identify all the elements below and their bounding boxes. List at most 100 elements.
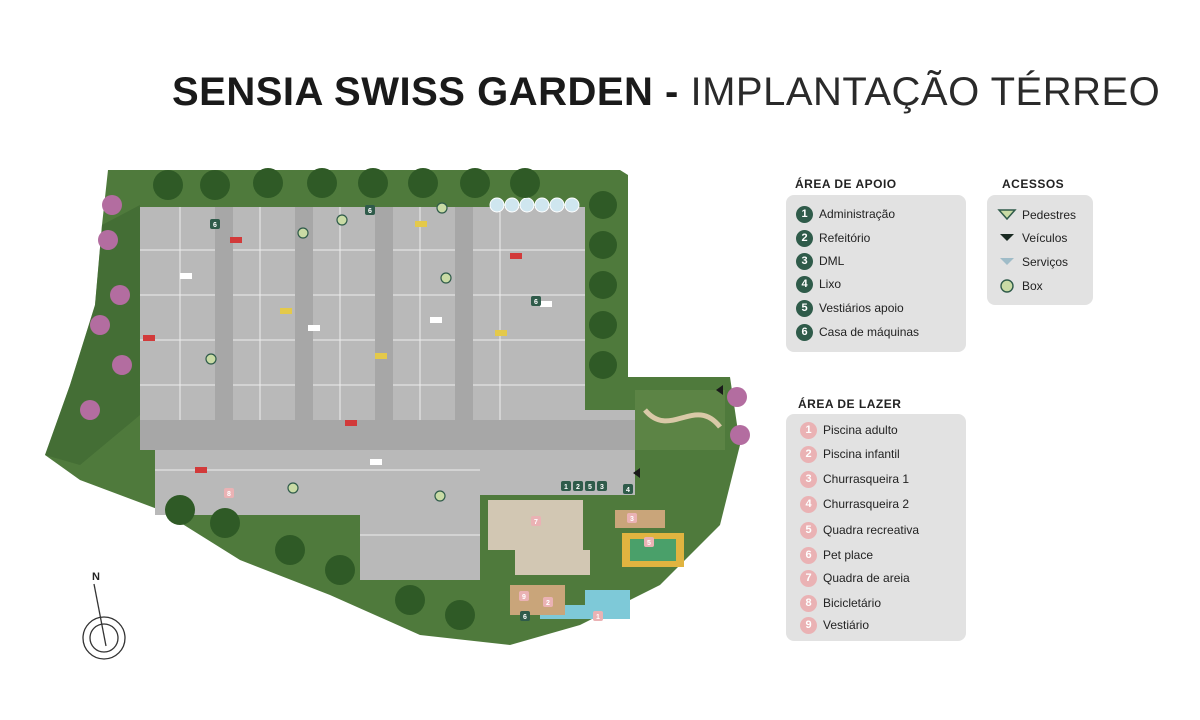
leisure-number-badge: 9 <box>800 616 817 634</box>
water-tanks <box>489 197 580 213</box>
legend-item-label: Box <box>1022 279 1043 293</box>
legend-item-label: DML <box>819 254 845 268</box>
lazer-marker-label: 3 <box>630 516 634 523</box>
pedestrian-entry-arrow <box>716 385 723 395</box>
title-project-name: SENSIA SWISS GARDEN - <box>172 70 691 114</box>
legend-support-item: 3 DML <box>796 251 844 271</box>
legend-access-panel: Pedestres Veículos Serviços Box <box>987 195 1093 305</box>
legend-leisure-item: 4 Churrasqueira 2 <box>800 494 909 514</box>
legend-access-item: Serviços <box>997 252 1068 272</box>
legend-support-heading: ÁREA DE APOIO <box>795 177 897 191</box>
legend-item-label: Serviços <box>1022 255 1069 269</box>
lot-grass-shade <box>45 205 140 465</box>
legend-item-label: Pedestres <box>1022 208 1077 222</box>
legend-support-item: 2 Refeitório <box>796 228 870 248</box>
legend-access-item: Pedestres <box>997 205 1076 225</box>
legend-item-label: Vestiários apoio <box>819 301 904 315</box>
page-title: SENSIA SWISS GARDEN - IMPLANTAÇÃO TÉRREO <box>172 70 1160 115</box>
leisure-number-badge: 7 <box>800 569 817 587</box>
support-number-badge: 1 <box>796 205 813 223</box>
legend-item-label: Lixo <box>819 277 842 291</box>
leisure-number-badge: 1 <box>800 421 817 439</box>
apoio-marker-label: 2 <box>576 484 580 491</box>
legend-access-item: Box <box>997 276 1043 296</box>
trees <box>153 168 617 630</box>
legend-item-label: Pet place <box>823 548 874 562</box>
flowering-trees <box>80 195 750 445</box>
apoio-marker-label: 3 <box>600 484 604 491</box>
compass-north-label: N <box>92 571 100 583</box>
legend-leisure-item: 1 Piscina adulto <box>800 420 898 440</box>
parking-stall-lines <box>140 207 585 536</box>
parked-cars <box>143 221 552 473</box>
apoio-marker-label: 6 <box>523 614 527 621</box>
legend-item-label: Veículos <box>1022 231 1068 245</box>
legend-support-item: 5 Vestiários apoio <box>796 298 904 318</box>
legend-item-label: Churrasqueira 1 <box>823 472 910 486</box>
support-number-badge: 4 <box>796 275 813 293</box>
support-number-badge: 2 <box>796 229 813 247</box>
leisure-area-markers <box>224 488 654 621</box>
support-number-badge: 6 <box>796 323 813 341</box>
title-subtitle: IMPLANTAÇÃO TÉRREO <box>690 70 1161 114</box>
leisure-number-badge: 2 <box>800 445 817 463</box>
apoio-marker-label: 6 <box>534 299 538 306</box>
apoio-marker-label: 5 <box>588 484 592 491</box>
legend-item-label: Casa de máquinas <box>819 325 920 339</box>
apoio-marker-label: 6 <box>368 208 372 215</box>
lazer-marker-label: 1 <box>596 614 600 621</box>
legend-item-label: Refeitório <box>819 231 871 245</box>
vehicle-entry-arrow <box>633 468 640 478</box>
leisure-number-badge: 5 <box>800 521 817 539</box>
legend-leisure-item: 2 Piscina infantil <box>800 444 900 464</box>
legend-item-label: Bicicletário <box>823 596 882 610</box>
legend-item-label: Administração <box>819 207 896 221</box>
legend-leisure-heading: ÁREA DE LAZER <box>798 397 902 411</box>
apoio-marker-label: 6 <box>213 222 217 229</box>
legend-leisure-item: 3 Churrasqueira 1 <box>800 469 909 489</box>
legend-item-label: Vestiário <box>823 618 870 632</box>
legend-access-item: Veículos <box>997 228 1067 248</box>
legend-leisure-item: 8 Bicicletário <box>800 593 881 613</box>
service-access-icon <box>1000 258 1014 265</box>
leisure-number-badge: 8 <box>800 594 817 612</box>
leisure-area-marker-labels: 7 5 3 9 2 1 8 <box>227 491 651 621</box>
box-icon <box>1000 279 1014 293</box>
lazer-marker-label: 9 <box>522 594 526 601</box>
site-plan-map: 1 2 5 3 4 6 6 6 6 7 5 3 9 2 1 8 <box>45 168 750 645</box>
legend-leisure-item: 6 Pet place <box>800 545 873 565</box>
support-area-markers <box>210 205 633 621</box>
lazer-marker-label: 8 <box>227 491 231 498</box>
legend-leisure-item: 7 Quadra de areia <box>800 568 910 588</box>
leisure-number-badge: 3 <box>800 470 817 488</box>
leisure-number-badge: 4 <box>800 495 817 513</box>
legend-leisure-item: 9 Vestiário <box>800 615 869 635</box>
legend-item-label: Churrasqueira 2 <box>823 497 910 511</box>
driveways <box>140 207 635 450</box>
support-area-marker-labels: 1 2 5 3 4 6 6 6 6 <box>213 208 630 621</box>
legend-item-label: Quadra de areia <box>823 571 910 585</box>
support-number-badge: 3 <box>796 252 813 270</box>
legend-support-item: 6 Casa de máquinas <box>796 322 919 342</box>
lazer-marker-label: 7 <box>534 519 538 526</box>
vehicle-access-icon <box>1000 234 1014 241</box>
legend-leisure-panel: 1 Piscina adulto 2 Piscina infantil 3 Ch… <box>786 414 966 641</box>
box-markers <box>205 202 452 502</box>
legend-support-item: 1 Administração <box>796 204 895 224</box>
legend-item-label: Piscina adulto <box>823 423 898 437</box>
legend-support-item: 4 Lixo <box>796 274 841 294</box>
lazer-marker-label: 5 <box>647 540 651 547</box>
apoio-marker-label: 4 <box>626 487 630 494</box>
legend-item-label: Piscina infantil <box>823 447 900 461</box>
north-compass-icon: N <box>82 571 126 660</box>
apoio-marker-label: 1 <box>564 484 568 491</box>
legend-leisure-item: 5 Quadra recreativa <box>800 520 919 540</box>
legend-support-panel: 1 Administração 2 Refeitório 3 DML 4 Lix… <box>786 195 966 352</box>
support-number-badge: 5 <box>796 299 813 317</box>
pedestrian-access-icon <box>997 209 1017 221</box>
legend-item-label: Quadra recreativa <box>823 523 920 537</box>
leisure-number-badge: 6 <box>800 546 817 564</box>
legend-access-heading: ACESSOS <box>1002 177 1065 191</box>
lazer-marker-label: 2 <box>546 600 550 607</box>
garden-path <box>643 408 722 429</box>
